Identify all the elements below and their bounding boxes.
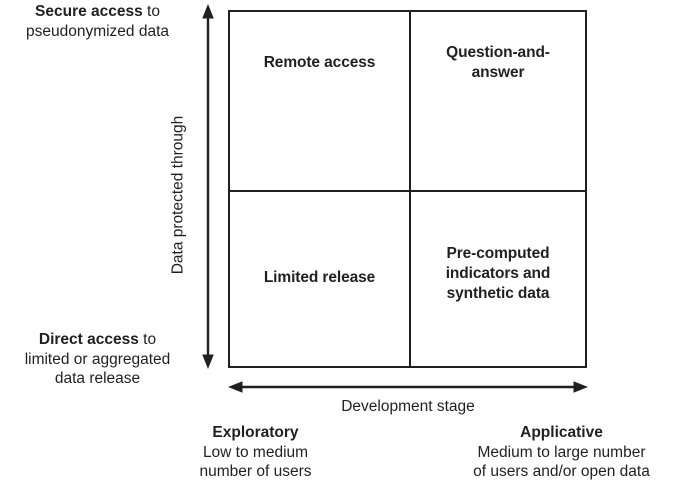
quadrant-bottom-left-label: Limited release xyxy=(263,269,376,287)
quadrant-bottom-left[interactable]: Limited release xyxy=(230,190,409,366)
y-axis-top-pole-rest: to xyxy=(142,3,160,20)
x-axis-right-pole-headline: Applicative xyxy=(520,424,603,441)
quadrant-bottom-right[interactable]: Pre-computed indicators and synthetic da… xyxy=(409,190,585,366)
x-axis-right-pole: Applicative Medium to large number of us… xyxy=(438,423,685,482)
y-axis-arrow xyxy=(202,4,214,369)
matrix-grid: Remote access Question-and- answer Limit… xyxy=(228,10,587,368)
x-axis-left-pole: Exploratory Low to medium number of user… xyxy=(152,423,359,482)
quadrant-top-right-label: Question-and- answer xyxy=(446,44,550,81)
y-axis-top-pole-line1: Secure access to xyxy=(0,2,195,22)
y-axis-bottom-pole-rest: to xyxy=(138,331,157,348)
y-axis-top-pole-lead: Secure access xyxy=(35,3,143,20)
y-axis-caption: Data protected through xyxy=(169,115,187,275)
y-axis-bottom-pole-lead: Direct access xyxy=(38,331,139,348)
quadrant-bottom-right-label: Pre-computed indicators and synthetic da… xyxy=(445,245,551,302)
y-axis-bottom-pole-line1: Direct access to xyxy=(0,330,195,350)
quadrant-top-left-label: Remote access xyxy=(263,54,376,72)
y-axis-bottom-pole: Direct access to limited or aggregated d… xyxy=(0,330,195,389)
x-axis-caption: Development stage xyxy=(341,398,475,415)
quadrant-top-left[interactable]: Remote access xyxy=(230,12,409,190)
x-axis-left-pole-headline: Exploratory xyxy=(212,424,299,441)
y-axis-bottom-pole-detail: limited or aggregated data release xyxy=(24,350,171,388)
x-axis-right-pole-detail: Medium to large number of users and/or o… xyxy=(473,443,650,481)
y-axis-top-pole: Secure access to pseudonymized data xyxy=(0,2,195,41)
x-axis-arrow xyxy=(228,381,588,393)
y-axis-top-pole-detail: pseudonymized data xyxy=(25,22,170,40)
x-axis-left-pole-detail: Low to medium number of users xyxy=(199,443,312,481)
quadrant-top-right[interactable]: Question-and- answer xyxy=(409,12,585,190)
